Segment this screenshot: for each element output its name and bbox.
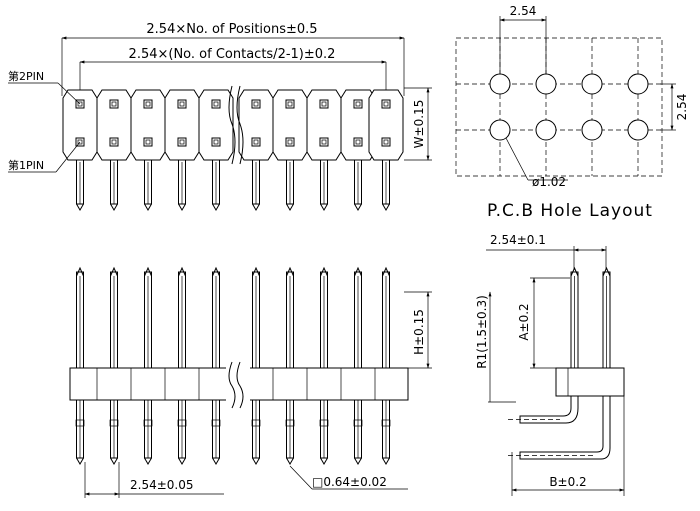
top-pin-core	[287, 139, 293, 145]
top-pin-square	[75, 137, 85, 147]
pcb-hole	[627, 73, 649, 95]
top-pin-square	[285, 99, 295, 109]
pcb-title: P.C.B Hole Layout	[487, 201, 653, 221]
top-housing-block	[272, 89, 308, 161]
top-pin-core	[355, 139, 361, 145]
dim-contacts-label: 2.54×(No. of Contacts/2-1)±0.2	[129, 47, 336, 62]
top-pin-square	[251, 137, 261, 147]
pcb-hole-dia-label: ø1.02	[532, 175, 566, 189]
side-b-label: B±0.2	[549, 475, 586, 489]
top-pin-square	[319, 137, 329, 147]
top-pin-core	[179, 139, 185, 145]
pcb-pitch-h-label: 2.54	[510, 4, 537, 18]
top-pin-core	[213, 101, 219, 107]
top-pin-square	[143, 99, 153, 109]
front-view: H±0.15 2.54±0.05 □0.64±0.02	[69, 266, 432, 498]
front-housing-dividers	[96, 368, 376, 400]
dim-positions-label: 2.54×No. of Positions±0.5	[146, 22, 317, 37]
top-pin-square	[381, 137, 391, 147]
top-pin-square	[143, 137, 153, 147]
top-housing-block	[96, 89, 132, 161]
top-pin-core	[77, 101, 83, 107]
side-radius-label: R1(1.5±0.3)	[475, 295, 489, 369]
pcb-hole	[581, 73, 603, 95]
top-pin-square	[381, 99, 391, 109]
top-pin-core	[321, 101, 327, 107]
pcb-hole-layout: 2.54 2.54 ø1.02 P.C.B Hole Layout	[455, 4, 689, 221]
top-pin-square	[177, 137, 187, 147]
side-a-label: A±0.2	[517, 303, 531, 340]
top-pin-square	[211, 137, 221, 147]
top-housing-block	[164, 89, 200, 161]
top-housing-block	[368, 89, 404, 161]
top-pin-core	[145, 139, 151, 145]
top-pin-core	[383, 139, 389, 145]
top-pin-core	[383, 101, 389, 107]
top-pin-square	[285, 137, 295, 147]
top-housing-block	[198, 89, 234, 161]
dim-width-label: W±0.15	[412, 100, 426, 149]
top-pin-core	[111, 139, 117, 145]
side-pitch-label: 2.54±0.1	[490, 233, 546, 247]
top-pin-square	[109, 137, 119, 147]
top-pin-core	[145, 101, 151, 107]
pcb-hole	[535, 119, 557, 141]
top-pin-core	[355, 101, 361, 107]
dim-pitch-label: 2.54±0.05	[130, 478, 194, 492]
pcb-pitch-v-label: 2.54	[675, 94, 689, 121]
top-pin-core	[287, 101, 293, 107]
top-pin-core	[77, 139, 83, 145]
top-housing-block	[238, 89, 274, 161]
pcb-hole	[535, 73, 557, 95]
top-pin-square	[211, 99, 221, 109]
dim-pin-label: □0.64±0.02	[312, 475, 387, 489]
top-housing-block	[340, 89, 376, 161]
top-housing-blocks	[62, 89, 404, 211]
top-pin-core	[213, 139, 219, 145]
pin1-label: 第1PIN	[8, 158, 44, 172]
side-view: 2.54±0.1 A±0.2 R1(1.5±0.3) B±0.2	[475, 233, 625, 496]
pin2-label: 第2PIN	[8, 69, 44, 83]
top-housing-block	[62, 89, 98, 161]
top-housing-block	[130, 89, 166, 161]
top-pin-square	[251, 99, 261, 109]
top-pin-core	[253, 139, 259, 145]
top-pin-square	[109, 99, 119, 109]
top-pin-core	[253, 101, 259, 107]
top-pin-square	[319, 99, 329, 109]
top-pin-square	[177, 99, 187, 109]
pcb-hole	[489, 73, 511, 95]
top-view: 2.54×No. of Positions±0.5 2.54×(No. of C…	[8, 22, 432, 211]
dim-height-label: H±0.15	[412, 309, 426, 355]
pcb-hole	[581, 119, 603, 141]
pcb-hole-grid	[455, 37, 663, 177]
top-pin-core	[321, 139, 327, 145]
top-pin-square	[75, 99, 85, 109]
pcb-grid-frame	[455, 37, 663, 177]
top-housing-block	[306, 89, 342, 161]
top-pin-square	[353, 137, 363, 147]
top-pin-core	[179, 101, 185, 107]
top-pin-core	[111, 101, 117, 107]
pcb-hole	[627, 119, 649, 141]
top-pin-square	[353, 99, 363, 109]
side-housing	[555, 367, 625, 397]
pcb-hole	[489, 119, 511, 141]
